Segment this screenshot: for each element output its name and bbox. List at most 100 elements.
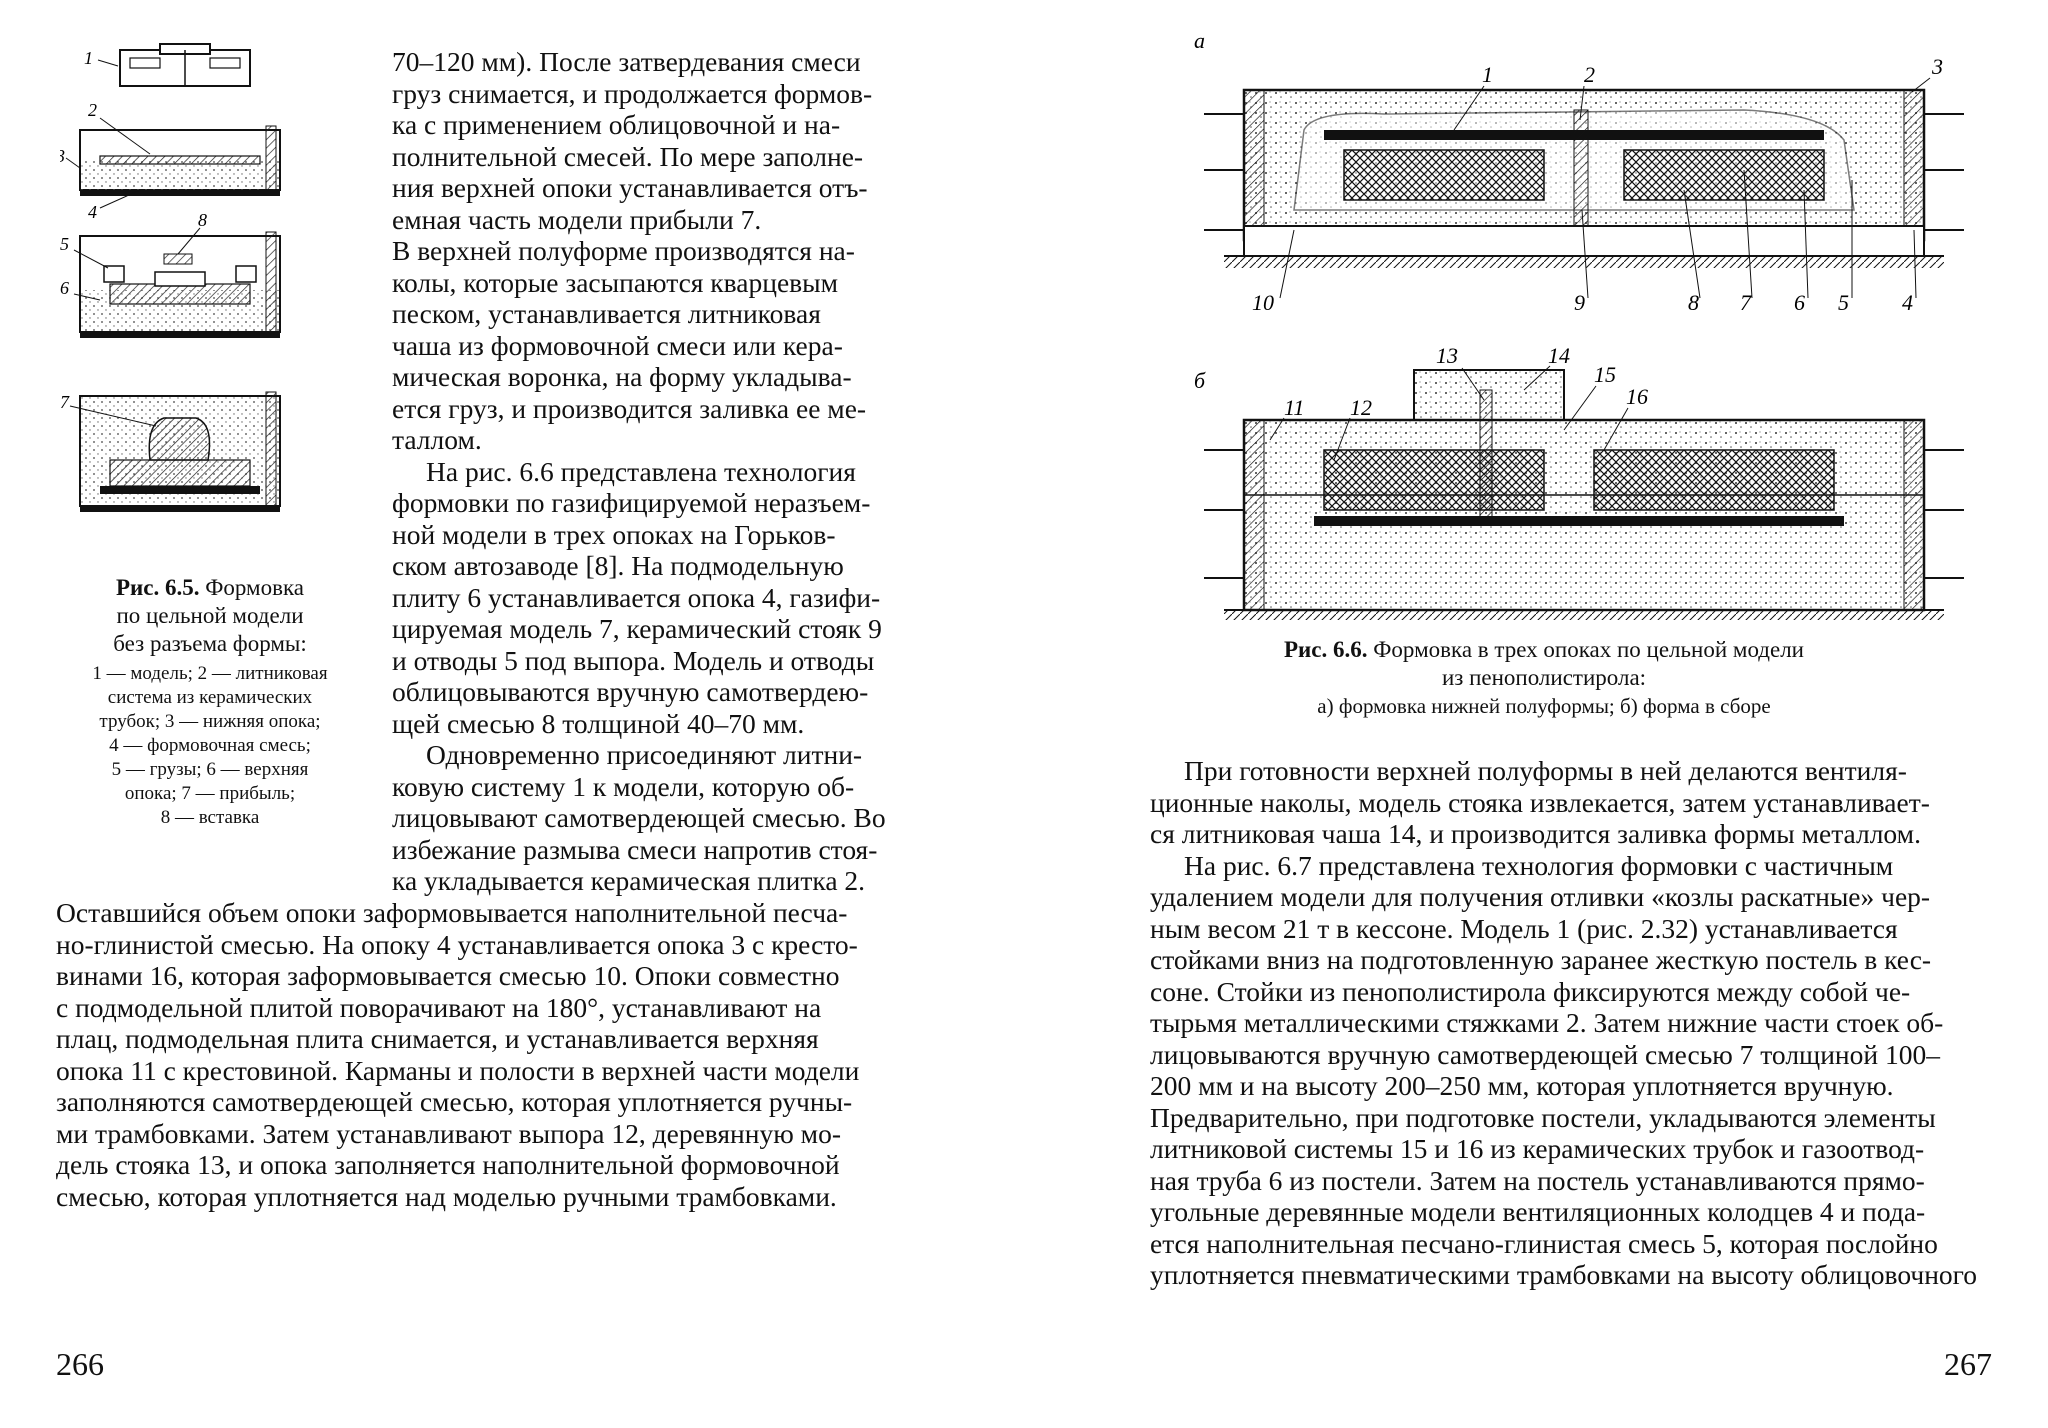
left-page: 1 2 3 4 5 6 8	[54, 43, 912, 1382]
text-line: и отводы 5 под выпора. Модель и отводы	[392, 644, 875, 676]
left-page-column-text: 70–120 мм). После затвердевания смеси гр…	[392, 46, 912, 897]
text-line: но-глинистой смесью. На опоку 4 устанавл…	[56, 928, 858, 960]
text-line: цируемая модель 7, керамический стояк 9	[392, 613, 882, 644]
page-number-right: 267	[1944, 1346, 1992, 1382]
text-line: полнительной смесей. По мере заполне-	[392, 140, 864, 172]
text-line: При готовности верхней полуформы в ней д…	[1184, 755, 1907, 786]
text-line: 200 мм и на высоту 200–250 мм, которая у…	[1150, 1070, 1894, 1101]
fig66a-label-3: 3	[1931, 54, 1943, 79]
fig66-sub-a: а	[1194, 30, 1205, 53]
text-line: тырьмя металлическими стяжками 2. Затем …	[1150, 1007, 1944, 1038]
text-line: лицовываются вручную самотвердеющей смес…	[1150, 1038, 1940, 1070]
text-line: ным весом 21 т в кессоне. Модель 1 (рис.…	[1150, 912, 1898, 944]
text-line: опока 11 с крестовиной. Карманы и полост…	[56, 1054, 860, 1086]
text-line: Одновременно присоединяют литни-	[426, 739, 863, 770]
fig65-label-7: 7	[60, 392, 70, 412]
text-line: чаша из формовочной смеси или кера-	[392, 329, 843, 361]
figure-6-5-caption: Рис. 6.5. Формовка по цельной модели без…	[60, 574, 360, 658]
figure-6-5-caption-line: по цельной модели	[116, 603, 304, 628]
text-line: ка с применением облицовочной и на-	[392, 109, 841, 140]
text-line: ной модели в трех опоках на Горьков-	[392, 518, 836, 550]
figure-6-5-drawing: 1 2 3 4 5 6 8	[60, 43, 281, 512]
text-line: ется наполнительная песчано-глинистая см…	[1150, 1227, 1938, 1259]
figure-6-6-title: Рис. 6.6.	[1284, 637, 1368, 662]
text-line: дель стояка 13, и опока заполняется напо…	[56, 1149, 840, 1180]
fig66a-label-7: 7	[1740, 290, 1752, 315]
fig66a-label-2: 2	[1584, 62, 1595, 87]
fig65-label-1: 1	[84, 48, 93, 68]
text-line: колы, которые засыпаются кварцевым	[392, 266, 839, 298]
right-page-text: При готовности верхней полуформы в ней д…	[1150, 755, 2008, 1291]
text-line: ся литниковая чаша 14, и производится за…	[1150, 818, 1921, 849]
text-line: смесью, которая уплотняется над моделью …	[56, 1180, 837, 1212]
page-number-left: 266	[56, 1346, 104, 1382]
figure-6-6-drawing: а 1 2 3 10 9 8 7 6	[1194, 30, 1964, 620]
fig66b-label-14: 14	[1548, 343, 1570, 368]
fig65-label-5: 5	[60, 234, 69, 254]
text-line: Предварительно, при подготовке постели, …	[1150, 1101, 1936, 1133]
legend-line: 1 — модель; 2 — литниковая	[92, 663, 328, 684]
text-line: заполняются самотвердеющей смесью, котор…	[56, 1086, 853, 1117]
fig66a-label-10: 10	[1252, 290, 1274, 315]
text-line: На рис. 6.7 представлена технология форм…	[1184, 849, 1894, 881]
figure-6-5-title: Рис. 6.5.	[115, 575, 200, 600]
figure-6-6-caption: Рис. 6.6. Формовка в трех опоках по цель…	[1164, 636, 1924, 720]
text-line: ковую систему 1 к модели, которую об-	[392, 770, 855, 802]
text-line: ском автозаводе [8]. На подмодельную	[392, 550, 844, 581]
fig66a-label-6: 6	[1794, 290, 1805, 315]
fig66b-label-11: 11	[1284, 395, 1304, 420]
text-line: угольные деревянные модели вентиляционны…	[1150, 1196, 1926, 1227]
text-line: песком, устанавливается литниковая	[392, 298, 821, 329]
text-line: соне. Стойки из пенополистирола фиксирую…	[1150, 975, 1911, 1007]
fig65-label-2: 2	[88, 100, 97, 120]
fig66a-label-1: 1	[1482, 62, 1493, 87]
fig66b-label-13: 13	[1436, 343, 1458, 368]
text-line: плиту 6 устанавливается опока 4, газифи-	[392, 581, 881, 613]
fig65-lower-flask	[79, 125, 281, 196]
fig66-sub-b: б	[1194, 368, 1206, 393]
left-page-full-text: Оставшийся объем опоки заформовывается н…	[56, 897, 912, 1212]
fig66a-label-4: 4	[1902, 290, 1913, 315]
text-line: удалением модели для получения отливки «…	[1150, 881, 1931, 912]
fig66b-label-15: 15	[1594, 362, 1616, 387]
text-line: с подмодельной плитой поворачивают на 18…	[56, 991, 822, 1023]
fig66b-label-16: 16	[1626, 384, 1648, 409]
figure-6-6-caption-line: из пенополистирола:	[1441, 665, 1647, 690]
text-line: ка укладывается керамическая плитка 2.	[392, 865, 866, 896]
figure-6-5-caption-line: Формовка	[205, 575, 305, 600]
legend-line: 8 — вставка	[160, 807, 260, 828]
text-line: таллом.	[392, 424, 482, 455]
text-line: Оставшийся объем опоки заформовывается н…	[56, 897, 848, 928]
figure-6-5-legend: 1 — модель; 2 — литниковая система из ке…	[54, 662, 366, 830]
fig66a-label-9: 9	[1574, 290, 1585, 315]
text-line: стойками вниз на подготовленную заранее …	[1150, 944, 1932, 975]
text-line: ная труба 6 из постели. Затем на постель…	[1150, 1164, 1925, 1196]
text-line: щей смесью 8 толщиной 40–70 мм.	[392, 707, 805, 739]
text-line: формовки по газифицируемой неразъем-	[392, 487, 871, 518]
text-line: На рис. 6.6 представлена технология	[426, 455, 856, 487]
text-line: литниковой системы 15 и 16 из керамическ…	[1150, 1133, 1925, 1164]
fig65-upper-flask	[79, 231, 281, 338]
text-line: ционные наколы, модель стояка извлекаетс…	[1150, 786, 1930, 818]
legend-line: 5 — грузы; 6 — верхняя	[111, 759, 309, 780]
text-line: плац, подмодельная плита снимается, и ус…	[56, 1023, 819, 1054]
figure-6-6-caption-line: а) формовка нижней полуформы; б) форма в…	[1317, 694, 1771, 718]
text-line: 70–120 мм). После затвердевания смеси	[392, 46, 861, 77]
fig65-label-6: 6	[60, 278, 69, 298]
text-line: ется груз, и производится заливка ее ме-	[392, 392, 867, 424]
text-line: емная часть модели прибыли 7.	[392, 203, 762, 235]
text-line: облицовываются вручную самотвердею-	[392, 676, 869, 707]
figure-6-5-caption-line: без разъема формы:	[113, 631, 307, 656]
legend-line: трубок; 3 — нижняя опока;	[99, 711, 321, 732]
fig66a-label-5: 5	[1838, 290, 1849, 315]
right-page: а 1 2 3 10 9 8 7 6	[1024, 0, 2048, 1428]
fig66b-assembled-mold	[1204, 369, 1964, 620]
legend-line: система из керамических	[107, 687, 313, 708]
text-line: груз снимается, и продолжается формов-	[392, 77, 873, 109]
fig66a-label-8: 8	[1688, 290, 1699, 315]
fig65-riser-flask	[79, 391, 281, 512]
text-line: винами 16, которая заформовывается смесь…	[56, 960, 840, 991]
text-line: мическая воронка, на форму укладыва-	[392, 361, 852, 392]
text-line: избежание размыва смеси напротив стоя-	[392, 833, 878, 865]
fig65-label-8: 8	[198, 210, 207, 230]
